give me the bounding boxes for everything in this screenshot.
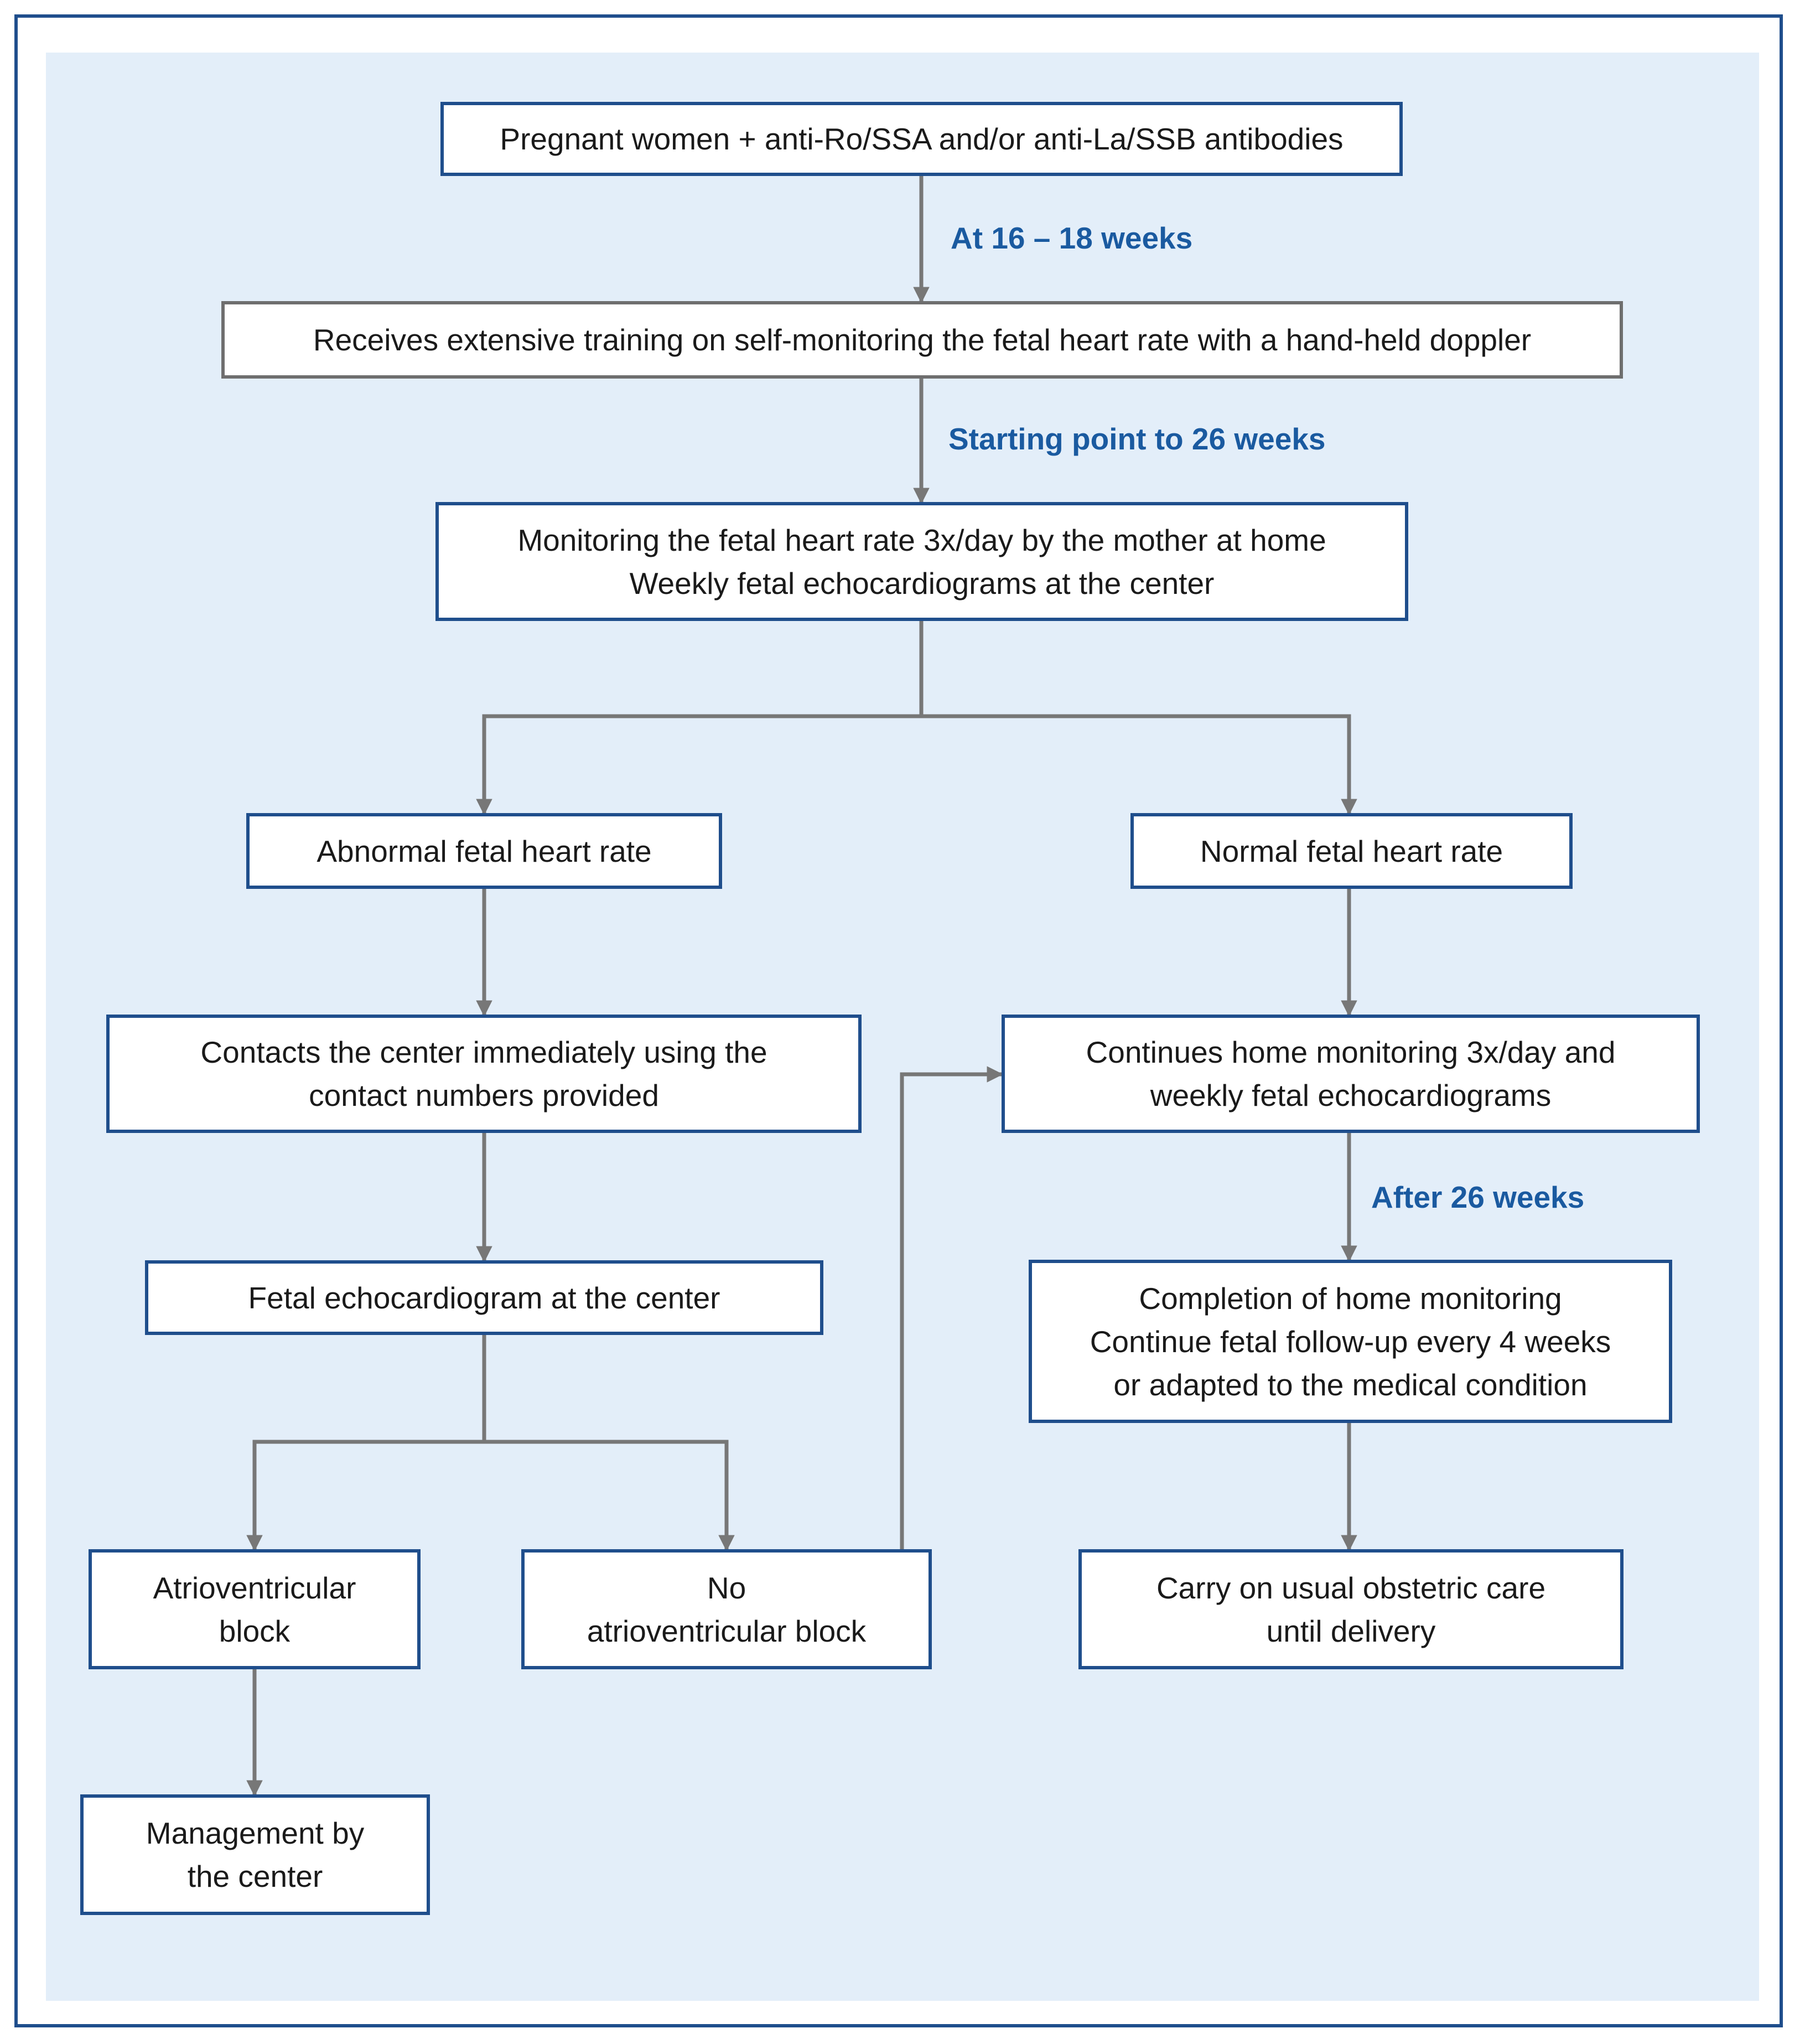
label-starting-point: Starting point to 26 weeks — [948, 422, 1326, 456]
node-pregnant-women: Pregnant women + anti-Ro/SSA and/or anti… — [440, 102, 1403, 176]
label-at-16-18-weeks: At 16 – 18 weeks — [951, 221, 1193, 255]
node-fetal-echo: Fetal echocardiogram at the center — [145, 1260, 823, 1335]
node-training-text: Receives extensive training on self-moni… — [313, 323, 1532, 357]
node-monitoring: Monitoring the fetal heart rate 3x/day b… — [435, 502, 1408, 621]
arrow-echo-to-noavblock — [484, 1440, 735, 1551]
node-fetal-echo-text: Fetal echocardiogram at the center — [248, 1280, 720, 1315]
arrow-monitoring-to-abnormal — [476, 620, 924, 815]
node-monitoring-line1: Monitoring the fetal heart rate 3x/day b… — [517, 522, 1326, 557]
node-av-block-text: Atrioventricular block — [153, 1570, 356, 1648]
node-pregnant-women-text: Pregnant women + anti-Ro/SSA and/or anti… — [500, 122, 1344, 156]
node-completion: Completion of home monitoring Continue f… — [1029, 1260, 1672, 1423]
arrow-noavblock-to-continues — [900, 1066, 1003, 1550]
node-completion-text: Completion of home monitoring Continue f… — [1090, 1281, 1611, 1402]
node-management-text: Management by the center — [146, 1816, 365, 1893]
node-abnormal-fhr: Abnormal fetal heart rate — [246, 813, 722, 889]
node-no-av-block: No atrioventricular block — [521, 1549, 932, 1669]
node-management: Management by the center — [80, 1794, 430, 1915]
node-training: Receives extensive training on self-moni… — [221, 301, 1623, 379]
node-normal-fhr-text: Normal fetal heart rate — [1200, 834, 1503, 868]
node-contacts-center-text: Contacts the center immediately using th… — [200, 1035, 767, 1112]
node-contacts-center: Contacts the center immediately using th… — [106, 1015, 862, 1133]
node-continues-monitoring: Continues home monitoring 3x/day and wee… — [1002, 1015, 1700, 1133]
node-normal-fhr: Normal fetal heart rate — [1130, 813, 1573, 889]
node-no-av-block-text: No atrioventricular block — [587, 1570, 867, 1648]
node-continues-monitoring-text: Continues home monitoring 3x/day and wee… — [1086, 1035, 1616, 1112]
node-monitoring-line2: Weekly fetal echocardiograms at the cent… — [629, 566, 1215, 601]
label-after-26-weeks: After 26 weeks — [1371, 1180, 1585, 1214]
arrow-echo-to-avblock — [246, 1334, 486, 1551]
node-abnormal-fhr-text: Abnormal fetal heart rate — [317, 834, 652, 868]
node-carry-on: Carry on usual obstetric care until deli… — [1078, 1549, 1624, 1669]
node-carry-on-text: Carry on usual obstetric care until deli… — [1156, 1570, 1546, 1648]
node-av-block: Atrioventricular block — [89, 1549, 421, 1669]
arrow-monitoring-to-normal — [921, 714, 1351, 814]
